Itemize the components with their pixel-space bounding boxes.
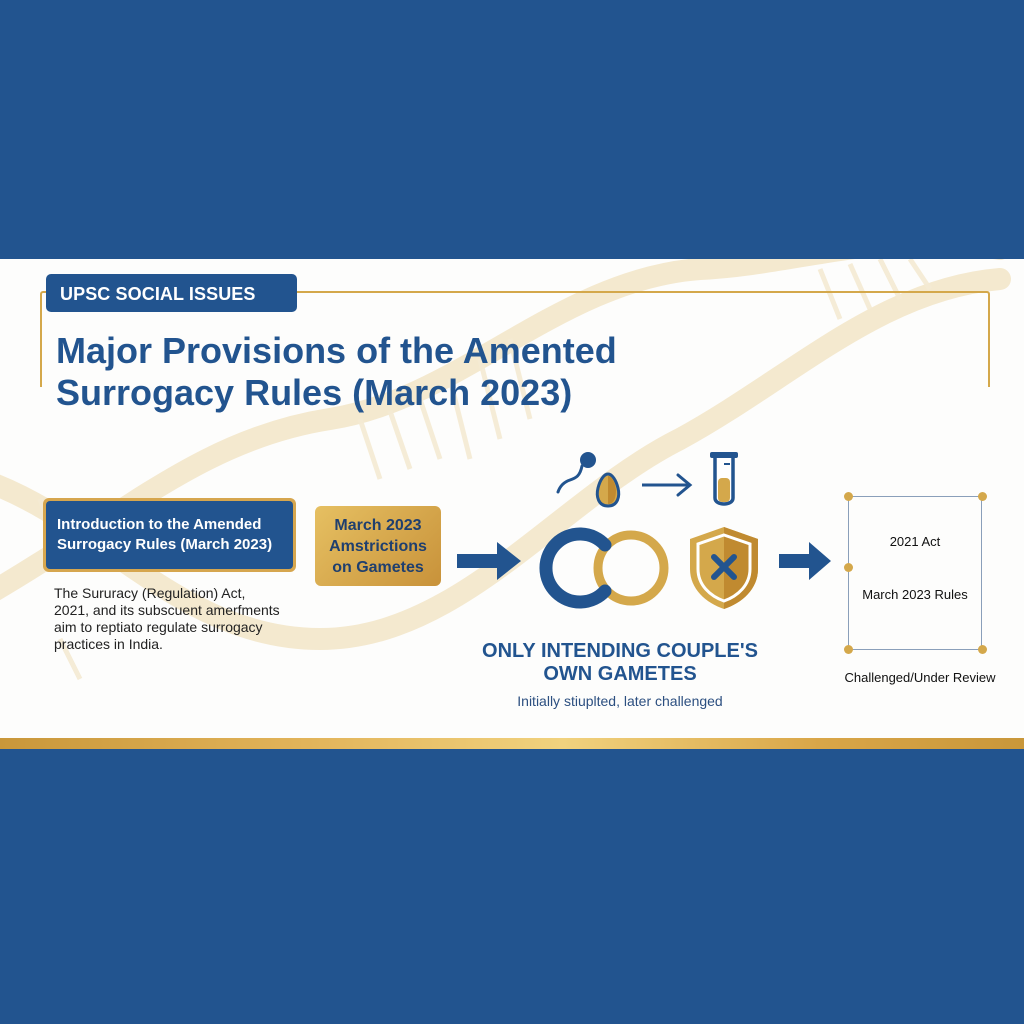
intro-description: The Sururacy (Regulation) Act, 2021, and… [54, 585, 304, 653]
corner-dot-icon [844, 492, 853, 501]
title-frame [40, 291, 990, 387]
sperm-icon [556, 452, 596, 494]
intro-line: The Sururacy (Regulation) Act, [54, 585, 246, 601]
top-blue-band [0, 0, 1024, 259]
restrictions-line: March 2023 [334, 517, 422, 534]
corner-dot-icon [978, 645, 987, 654]
intro-line: aim to reptiato regulate surrogacy [54, 619, 263, 635]
intro-heading-box: Introduction to the Amended Surrogacy Ru… [43, 498, 296, 572]
gold-divider [0, 738, 1024, 749]
gametes-headline-line-2: OWN GAMETES [543, 663, 697, 685]
egg-icon [595, 472, 621, 508]
restrictions-line: on Gametes [332, 559, 424, 576]
intro-heading-line-1: Introduction to the Amended [57, 516, 262, 533]
review-act-label: 2021 Act [889, 534, 941, 549]
gametes-headline-line-1: ONLY INTENDING COUPLE'S [482, 640, 758, 662]
page-title: Major Provisions of the Amented Surrogac… [56, 330, 736, 414]
restrictions-line: Amstrictions [329, 538, 427, 555]
bottom-blue-band [0, 749, 1024, 1024]
corner-dot-icon [844, 645, 853, 654]
gamete-icons [556, 452, 738, 508]
review-box [848, 496, 982, 650]
corner-dot-icon [844, 563, 853, 572]
test-tube-icon [710, 452, 738, 506]
restrictions-box: March 2023 Amstrictions on Gametes [315, 506, 441, 586]
shield-x-icon [690, 527, 758, 609]
review-rules-label: March 2023 Rules [862, 587, 968, 602]
right-arrow-icon [642, 473, 693, 497]
review-caption: Challenged/Under Review [844, 670, 996, 685]
gametes-headline: ONLY INTENDING COUPLE'S OWN GAMETES [462, 640, 778, 686]
intro-line: practices in India. [54, 636, 163, 652]
corner-dot-icon [978, 492, 987, 501]
title-line-1: Major Provisions of the Amented [56, 330, 617, 371]
interlocking-rings-icon [539, 527, 669, 609]
gametes-subtitle: Initially stiuplted, later challenged [517, 693, 723, 709]
intro-heading-line-2: Surrogacy Rules (March 2023) [57, 536, 273, 553]
flow-arrow-icon [779, 542, 831, 580]
intro-line: 2021, and its subscuent amerfments [54, 602, 280, 618]
title-line-2: Surrogacy Rules (March 2023) [56, 372, 573, 413]
category-tag: UPSC SOCIAL ISSUES [46, 274, 297, 312]
flow-arrow-icon [457, 542, 521, 580]
